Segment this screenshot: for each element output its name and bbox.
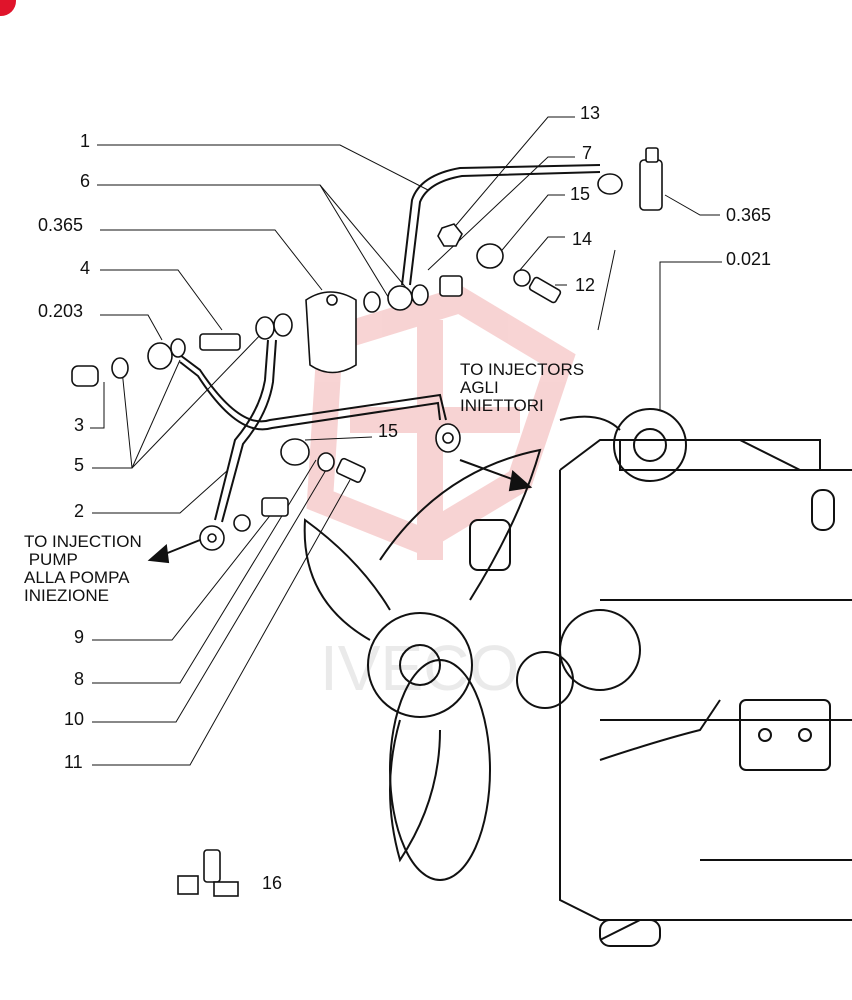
pipe-upper-inner	[179, 361, 441, 431]
leader-8	[92, 459, 317, 684]
leader-9	[92, 507, 277, 641]
callout-7: 7	[582, 143, 593, 163]
nut-13	[437, 223, 463, 247]
banjo-15-mid	[280, 438, 310, 466]
kit-16	[177, 849, 239, 897]
callout-16: 16	[262, 873, 283, 893]
leader-14	[519, 236, 565, 271]
washer-5a	[111, 357, 129, 379]
fan-pulley	[367, 612, 473, 718]
callout-14: 14	[572, 229, 593, 249]
callout-3: 3	[74, 415, 85, 435]
fan-blade-bottom	[389, 719, 441, 863]
pipe-upper	[179, 354, 447, 423]
alternator-pulley	[516, 651, 574, 709]
fitting-right	[597, 173, 623, 195]
callout-6: 6	[80, 171, 91, 191]
leader-0365-right	[664, 194, 720, 216]
leader-0203	[100, 314, 163, 341]
plug-3	[71, 365, 99, 387]
union-4	[199, 333, 241, 351]
callout-8: 8	[74, 669, 85, 689]
leader-0365-left	[100, 229, 323, 291]
washer-10	[317, 452, 335, 472]
callout-13: 13	[580, 103, 601, 123]
note-to-injectors: TO INJECTORS AGLI INIETTORI	[460, 360, 585, 415]
fan-blade-left	[303, 518, 391, 641]
drive-belt	[389, 659, 491, 881]
fitting-6	[387, 285, 413, 311]
bolt-12	[528, 276, 562, 304]
callout-0365-left: 0.365	[38, 215, 84, 235]
callout-15-mid: 15	[378, 421, 399, 441]
banjo-15-top	[476, 243, 504, 269]
valve-0365	[639, 159, 663, 211]
leader-10	[92, 469, 327, 723]
note-to-injection-pump: TO INJECTION PUMP ALLA POMPA INIEZIONE	[24, 532, 142, 605]
direction-arrows	[147, 459, 533, 564]
fuel-filter	[305, 291, 357, 374]
leader-6b	[319, 184, 409, 291]
callout-5: 5	[74, 455, 85, 475]
bolt-8	[261, 497, 289, 517]
engine-block	[303, 408, 852, 947]
callout-2: 2	[74, 501, 85, 521]
callout-0021: 0.021	[726, 249, 772, 269]
washer-9	[233, 514, 251, 532]
callout-1: 1	[80, 131, 91, 151]
callout-0203: 0.203	[38, 301, 84, 321]
callout-0365-right: 0.365	[726, 205, 772, 225]
leader-7	[427, 156, 575, 271]
arrow-to-pump	[147, 544, 170, 564]
leader-5	[92, 369, 133, 469]
washer-5b	[170, 338, 186, 358]
washer-5d	[273, 313, 293, 337]
pipe-2	[214, 339, 269, 521]
fittings	[71, 147, 663, 897]
bolt-11	[335, 457, 366, 483]
leader-5b	[131, 359, 181, 469]
leader-3	[90, 382, 105, 429]
leader-13	[451, 116, 575, 231]
fuel-pipes	[179, 164, 601, 523]
callout-9: 9	[74, 627, 85, 647]
leader-15-top	[497, 194, 565, 256]
callout-10: 10	[64, 709, 85, 729]
callout-15-top: 15	[570, 184, 591, 204]
washer-6b	[411, 284, 429, 306]
leader-6	[97, 184, 391, 301]
fan-blade-top	[379, 448, 542, 601]
bolt-7	[439, 275, 463, 297]
pipe-2-inner	[221, 339, 277, 523]
leader-2	[92, 469, 229, 514]
water-pump	[559, 609, 641, 691]
washer-5c	[255, 316, 275, 340]
turbocharger	[613, 408, 687, 482]
lifting-eye	[811, 489, 835, 531]
svg-text:IVECO: IVECO	[320, 632, 519, 704]
pipe-1	[401, 164, 601, 286]
leader-lines	[90, 116, 722, 766]
leader-15-mid	[304, 436, 373, 441]
callout-12: 12	[575, 275, 596, 295]
pipe-1-inner	[409, 171, 601, 286]
leader-11	[92, 479, 351, 766]
washer-6a	[363, 291, 381, 313]
leader-1	[97, 144, 429, 191]
leader-5c	[131, 329, 266, 469]
fitting-0203	[147, 342, 173, 370]
washer-14	[513, 269, 531, 287]
leader-4	[100, 269, 223, 331]
callout-4: 4	[80, 258, 91, 278]
leader-0021	[659, 261, 722, 410]
arrow-to-injectors	[508, 470, 533, 492]
callout-11: 11	[64, 752, 83, 772]
leader-to-injectors	[597, 249, 616, 331]
